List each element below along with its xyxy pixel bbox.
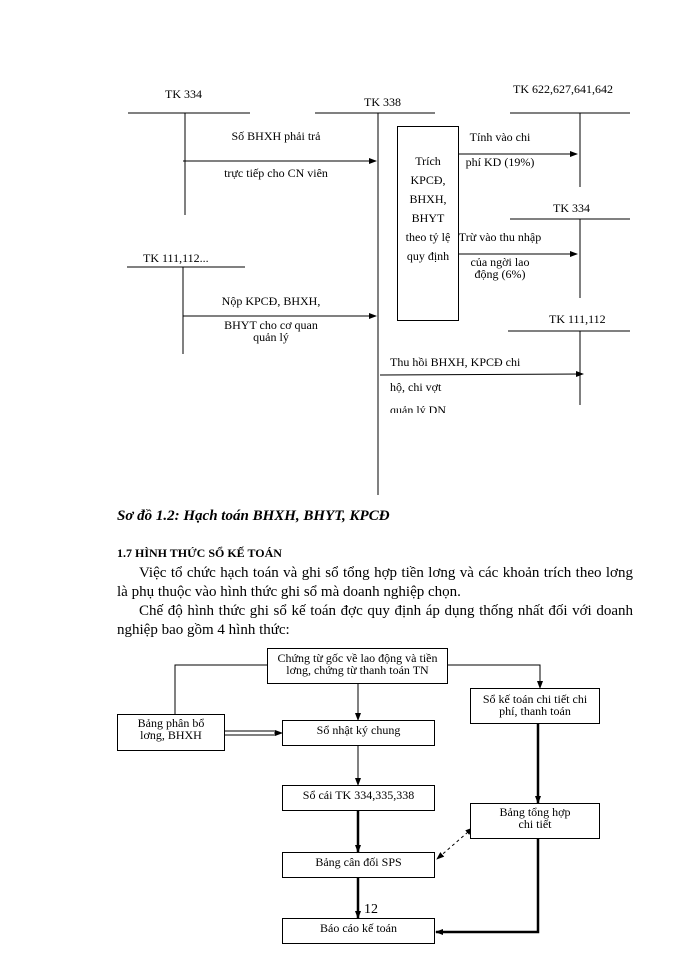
box-line: theo tỷ lệ — [405, 230, 451, 244]
box-line: Sổ cái TK 334,335,338 — [302, 788, 415, 802]
general-ledger-box: Sổ cái TK 334,335,338 — [282, 785, 435, 811]
flow-label: Thu hồi BHXH, KPCĐ chi — [390, 355, 521, 369]
box-line: Sổ nhật ký chung — [316, 723, 401, 737]
box-line: Trích — [415, 154, 441, 168]
box-line: quy định — [406, 249, 450, 263]
flow-label: Trừ vào thu nhập — [458, 230, 542, 244]
page-number: 12 — [364, 902, 378, 917]
flow-label: của ngời lao — [470, 255, 530, 269]
section-heading: 1.7 HÌNH THỨC SỔ KẾ TOÁN — [117, 546, 282, 560]
detail-summary-box: Bảng tổng hợp chi tiết — [470, 803, 600, 839]
paragraph: Việc tổ chức hạch toán và ghi sổ tổng hợ… — [117, 565, 633, 600]
box-line: lơng, chứng từ thanh toán TN — [286, 663, 429, 677]
box-line: lơng, BHXH — [140, 728, 202, 742]
journal-box: Sổ nhật ký chung — [282, 720, 435, 746]
flow-label: Tính vào chi — [469, 130, 531, 144]
source-documents-box: Chứng từ gốc về lao động và tiền lơng, c… — [267, 648, 448, 684]
box-line: chi tiết — [518, 817, 552, 831]
box-line: Bảng phân bổ — [137, 716, 205, 730]
flow-label: quản lý — [253, 330, 289, 344]
box-line: Bảng cân đối SPS — [315, 855, 402, 869]
box-line: Sổ kế toán chi tiết chi — [482, 692, 588, 706]
report-box: Báo cáo kế toán — [282, 918, 435, 944]
flow-label: Số BHXH phải trả — [231, 129, 321, 143]
flow-label-clipped: quản lý DN — [390, 404, 446, 413]
flow-label: quản lý DN — [390, 404, 446, 413]
account-label: TK 622,627,641,642 — [513, 82, 613, 96]
box-line: phí, thanh toán — [499, 704, 571, 718]
figure-caption: Sơ đồ 1.2: Hạch toán BHXH, BHYT, KPCĐ — [117, 508, 390, 524]
account-label: TK 111,112 — [549, 312, 606, 326]
flow-label: BHYT cho cơ quan — [224, 318, 318, 332]
allocation-table-box: Bảng phân bổ lơng, BHXH — [117, 714, 225, 751]
flow-label: động (6%) — [474, 267, 526, 281]
box-line: Bảng tổng hợp — [499, 805, 571, 819]
account-label: TK 334 — [165, 87, 202, 101]
account-label: TK 111,112... — [143, 251, 209, 265]
paragraph: Chế độ hình thức ghi sổ kế toán đợc quy … — [117, 603, 633, 638]
box-line: Chứng từ gốc về lao động và tiền — [277, 651, 438, 665]
box-line: Báo cáo kế toán — [320, 921, 397, 935]
flow-label: hộ, chi vợt — [390, 380, 442, 394]
box-line: BHYT — [411, 211, 445, 225]
trial-balance-box: Bảng cân đối SPS — [282, 852, 435, 878]
detail-ledger-box: Sổ kế toán chi tiết chi phí, thanh toán — [470, 688, 600, 724]
flow-label: trực tiếp cho CN viên — [224, 166, 328, 180]
account-label: TK 334 — [553, 201, 590, 215]
flow-label: phí KD (19%) — [465, 155, 535, 169]
allocation-box: Trích KPCĐ, BHXH, BHYT theo tỷ lệ quy đị… — [397, 126, 459, 321]
box-line: BHXH, — [409, 192, 447, 206]
box-line: KPCĐ, — [410, 173, 446, 187]
flow-label: Nộp KPCĐ, BHXH, — [221, 294, 321, 308]
account-label: TK 338 — [364, 95, 401, 109]
